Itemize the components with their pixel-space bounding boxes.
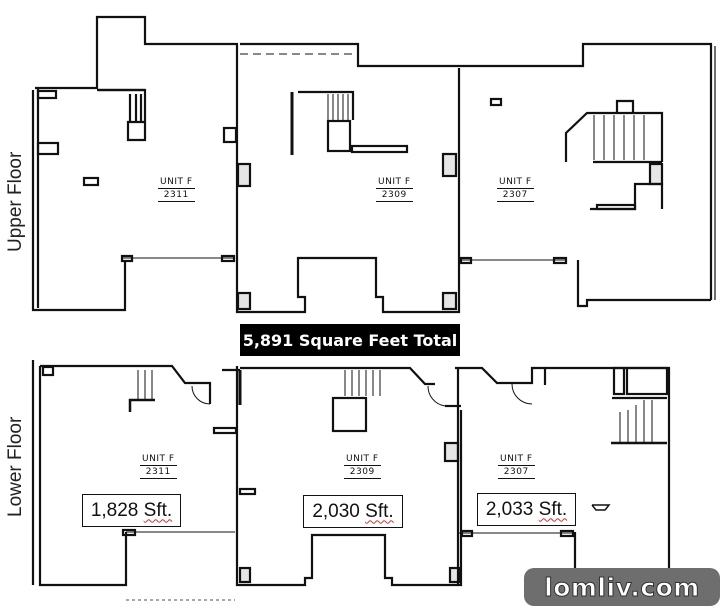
upper-unit-2311-label: UNIT F 2311: [158, 176, 195, 202]
unit-name: UNIT F: [158, 177, 195, 189]
upper-floor-label: Upper Floor: [5, 151, 26, 252]
unit-name: UNIT F: [498, 454, 535, 466]
area-value: 2,030: [312, 500, 360, 522]
unit-number: 2307: [497, 189, 534, 202]
upper-floor-walls: [31, 15, 716, 314]
unit-2307-area-box: 2,033 Sft.: [477, 493, 576, 526]
lower-floor-label: Lower Floor: [5, 416, 26, 517]
unit-name: UNIT F: [344, 454, 381, 466]
upper-unit-2309-label: UNIT F 2309: [376, 176, 413, 202]
unit-number: 2307: [498, 466, 535, 479]
lower-unit-2307-label: UNIT F 2307: [498, 453, 535, 479]
unit-2311-area-box: 1,828 Sft.: [82, 494, 181, 527]
area-unit: Sft.: [538, 498, 568, 520]
unit-number: 2311: [158, 189, 195, 202]
upper-unit-2307-label: UNIT F 2307: [497, 176, 534, 202]
unit-number: 2311: [140, 466, 177, 479]
unit-2309-area-box: 2,030 Sft.: [303, 495, 403, 528]
area-value: 2,033: [485, 498, 534, 520]
unit-name: UNIT F: [376, 177, 413, 189]
area-unit: Sft.: [143, 499, 173, 521]
lower-floor-walls: [31, 360, 671, 601]
lower-unit-2311-label: UNIT F 2311: [140, 453, 177, 479]
total-square-feet-banner: 5,891 Square Feet Total: [240, 324, 460, 356]
unit-number: 2309: [376, 189, 413, 202]
area-value: 1,828: [90, 499, 139, 521]
unit-number: 2309: [344, 466, 381, 479]
area-unit: Sft.: [365, 500, 394, 522]
unit-name: UNIT F: [140, 454, 177, 466]
lower-unit-2309-label: UNIT F 2309: [344, 453, 381, 479]
watermark-logo: lomliv.com: [524, 568, 720, 606]
unit-name: UNIT F: [497, 177, 534, 189]
